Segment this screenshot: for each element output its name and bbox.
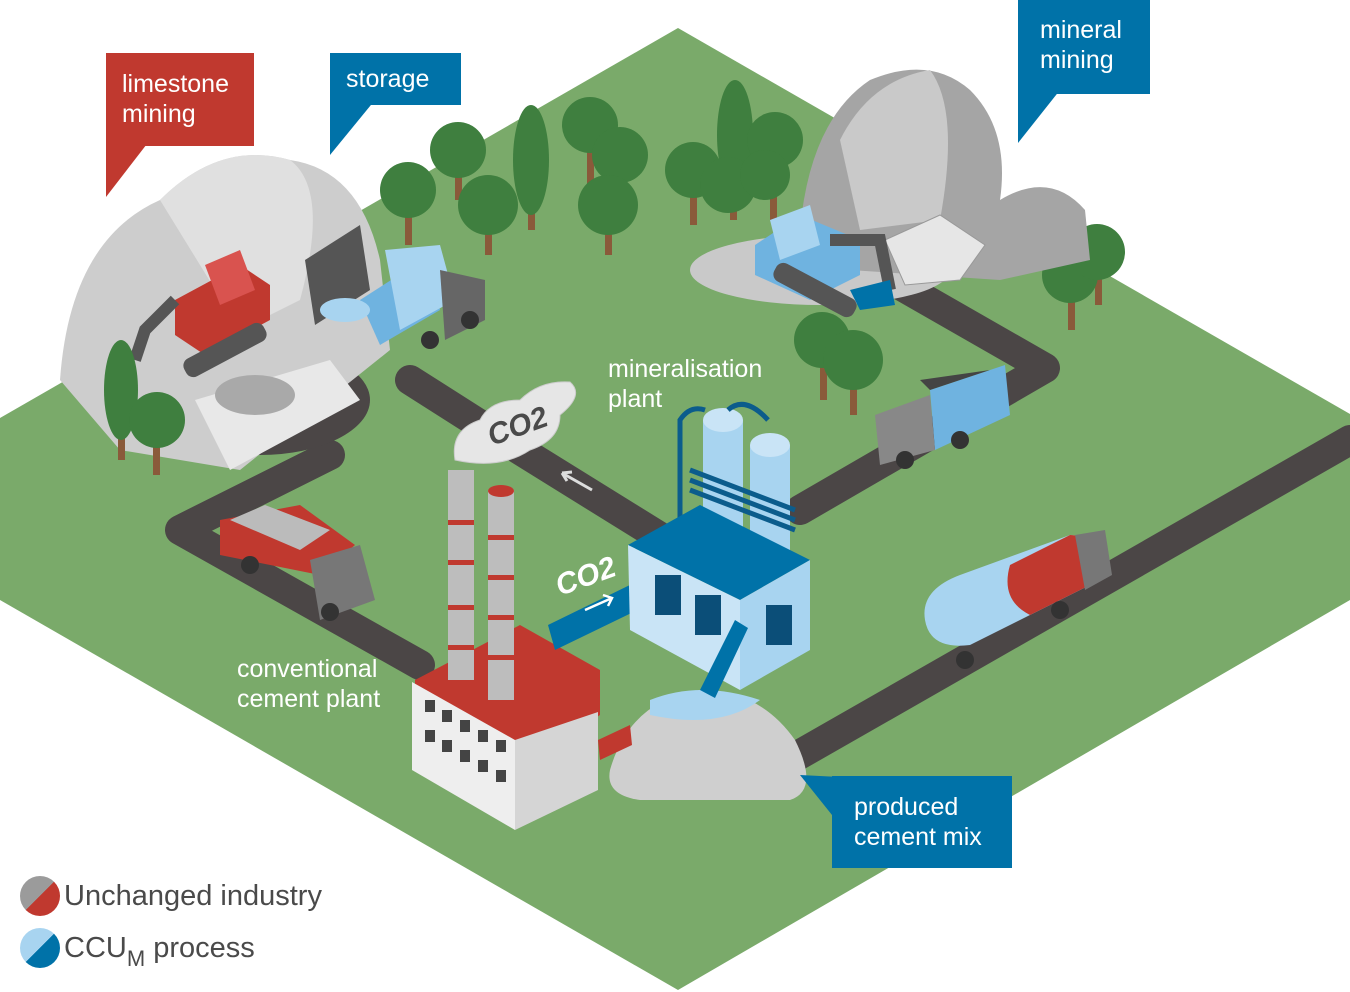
- conventional-cement-plant-label: conventional cement plant: [237, 655, 381, 713]
- chimneys: [448, 470, 514, 700]
- cement-plant: [412, 470, 632, 830]
- co2-cloud: [453, 381, 577, 464]
- mineralisation-plant-label: mineralisation plant: [608, 355, 763, 413]
- produced-cement-mix-callout: produced cement mix: [832, 776, 1012, 868]
- legend-label: Unchanged industry: [64, 879, 322, 912]
- legend-item-ccu-process: CCUM process: [20, 922, 322, 974]
- storage-callout: storage: [330, 53, 461, 105]
- pipe-arrow-icon: [584, 593, 614, 612]
- red-excavator: [129, 250, 270, 378]
- mineralisation-plant: [628, 401, 810, 698]
- mineral-mountain: [800, 69, 1090, 286]
- blue-container-truck: [875, 365, 1010, 469]
- cement-pile: [609, 690, 807, 800]
- tanker-truck: [924, 530, 1112, 669]
- road-arrow-icon: [560, 470, 593, 492]
- limestone-mining-callout: limestone mining: [106, 53, 254, 146]
- red-gravel-truck: [220, 505, 375, 621]
- blue-dump-truck: [320, 245, 485, 349]
- mineral-mining-callout: mineral mining: [1018, 0, 1150, 94]
- blue-excavator: [755, 205, 896, 318]
- legend-label: CCUM process: [64, 931, 255, 971]
- plant-windows: [425, 700, 506, 782]
- legend-item-unchanged-industry: Unchanged industry: [20, 870, 322, 922]
- crushed-minerals: [884, 214, 986, 286]
- ccu-process-swatch: [20, 928, 60, 968]
- co2-pipe: [548, 580, 648, 650]
- unchanged-industry-swatch: [20, 876, 60, 916]
- legend: Unchanged industry CCUM process: [20, 870, 322, 974]
